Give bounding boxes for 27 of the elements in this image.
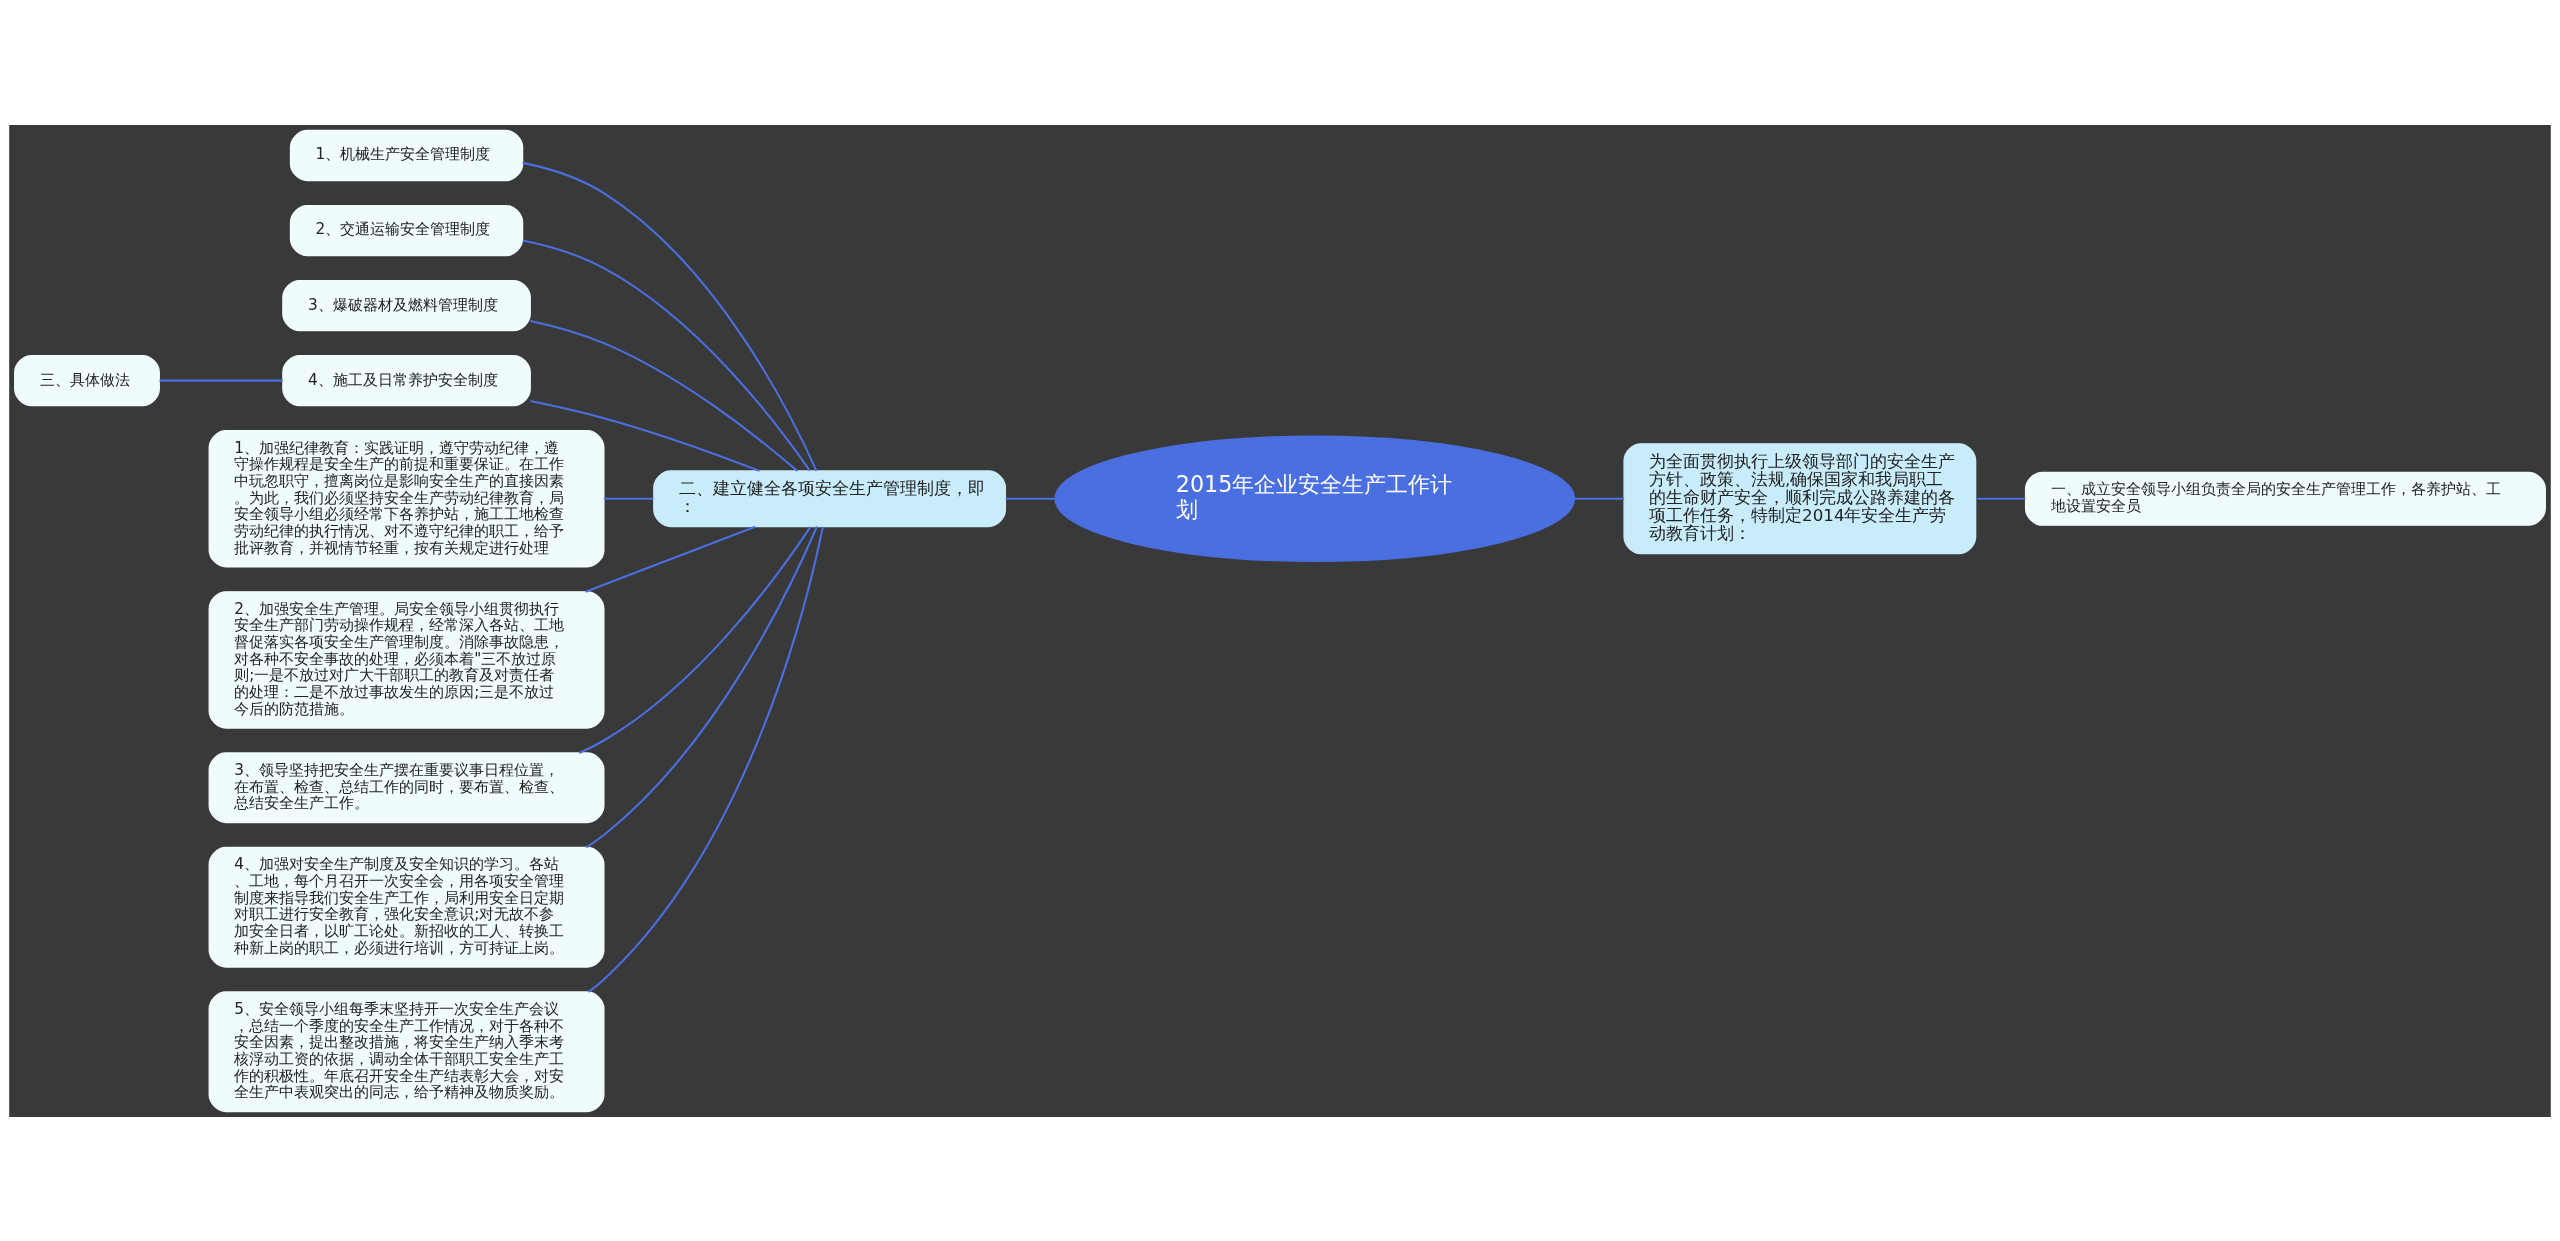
node-ellipse: 2015年企业安全生产工作计划 — [1054, 435, 1576, 562]
node-box: 4、施工及日常养护安全制度 — [282, 354, 531, 406]
node-box: 一、成立安全领导小组负责全局的安全生产管理工作，各养护站、工地设置安全员 — [2024, 471, 2546, 526]
node-box: 二、建立健全各项安全生产管理制度，即： — [653, 469, 1007, 527]
connector — [522, 161, 818, 471]
node-box: 2、交通运输安全管理制度 — [289, 204, 524, 256]
node-box: 3、领导坚持把安全生产摆在重要议事日程位置，在布置、检查、总结工作的同时，要布置、检查、总结安全生产工作。 — [208, 751, 605, 823]
node-box: 三、具体做法 — [14, 354, 160, 406]
node-box: 1、加强纪律教育：实践证明，遵守劳动纪律，遵守操作规程是安全生产的前提和重要保证。在工作中玩忽职守，擅离岗位是影响安全生产的直接因素。为此，我们必须坚持安全生产劳动纪律教育，局安全领导小组必须经常下各养护站，施工工地检查劳动纪律的执行情况、对不遵守纪律的职工，给予批评教育，并视情节轻重，按有关规定进行处理 — [208, 429, 605, 567]
connector — [585, 525, 756, 593]
connector — [530, 319, 798, 472]
connector — [1005, 497, 1056, 500]
node-box: 1、机械生产安全管理制度 — [289, 129, 524, 181]
node-box: 3、爆破器材及燃料管理制度 — [282, 279, 531, 331]
connector — [159, 379, 283, 382]
connector — [578, 525, 812, 754]
connector — [1574, 497, 1624, 500]
node-box: 2、加强安全生产管理。局安全领导小组贯彻执行安全生产部门劳动操作规程，经常深入各站、工地督促落实各项安全生产管理制度。消除事故隐患，对各种不安全事故的处理，必须本着"三不放过原则;一是不放过对广大干部职工的教育及对责任者的处理：二是不放过事故发生的原因;三是不放过今后的防范措施。 — [208, 590, 605, 729]
connector — [585, 525, 818, 848]
node-box: 5、安全领导小组每季末坚持开一次安全生产会议，总结一个季度的安全生产工作情况，对于各种不安全因素，提出整改措施，将安全生产纳入季末考核浮动工资的依据，调动全体干部职工安全生产工作的积极性。年底召开安全生产结表彰大会，对安全生产中表观突出的同志，给予精神及物质奖励。 — [208, 990, 605, 1112]
connector — [588, 526, 824, 993]
node-box: 为全面贯彻执行上级领导部门的安全生产方针、政策、法规,确保国家和我局职工的生命财产安全，顺利完成公路养建的各项工作任务，特制定2014年安全生产劳动教育计划： — [1623, 442, 1977, 554]
connector — [1976, 497, 2026, 500]
node-box: 4、加强对安全生产制度及安全知识的学习。各站、工地，每个月召开一次安全会，用各项安全管理制度来指导我们安全生产工作，局利用安全日定期对职工进行安全教育，强化安全意识;对无故不参加安全日者，以旷工论处。新招收的工人、转换工种新上岗的职工，必须进行培训，方可持证上岗。 — [208, 846, 605, 968]
connector — [522, 239, 811, 471]
connector — [530, 399, 760, 472]
connector — [603, 497, 654, 500]
